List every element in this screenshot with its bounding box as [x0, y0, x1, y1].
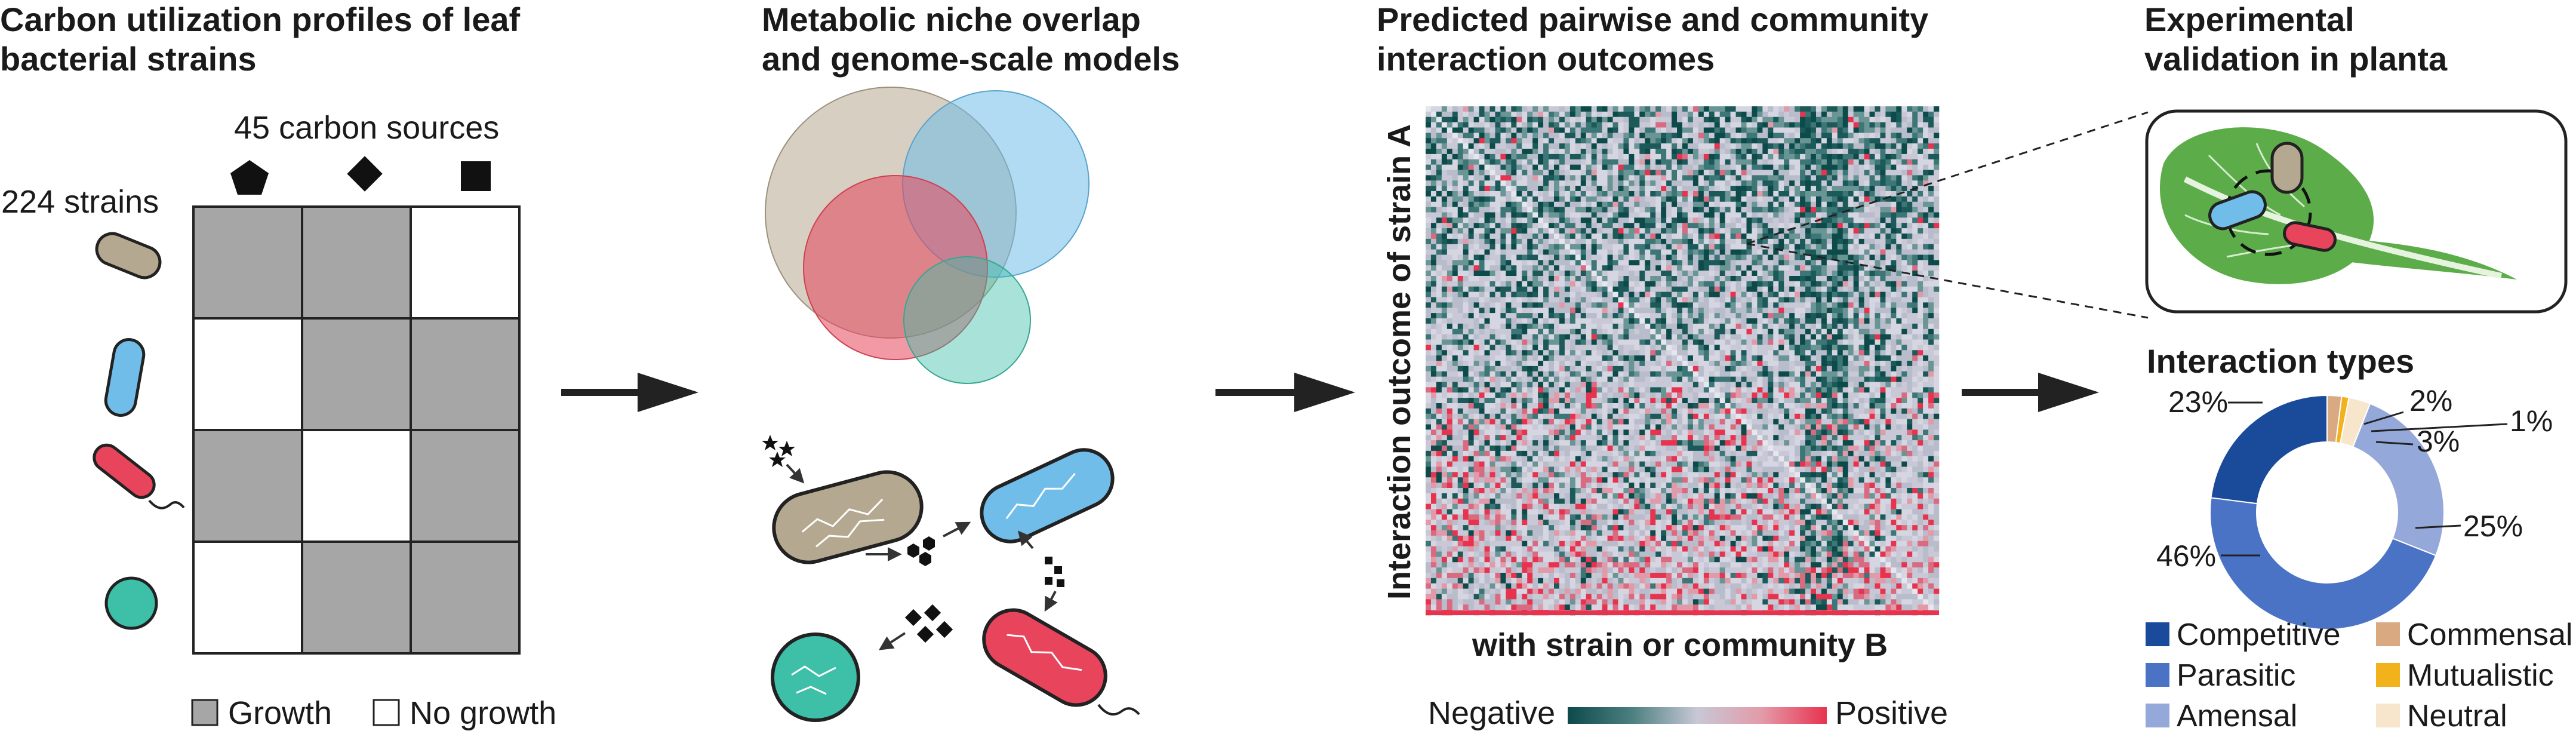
- carbon-sources-label: 45 carbon sources: [234, 110, 499, 146]
- legend-label-neutral: Neutral: [2407, 699, 2507, 733]
- grid-cell-r3-c3: [410, 429, 521, 543]
- panel1-title-line1: Carbon utilization profiles of leaf: [0, 1, 520, 38]
- blue-cell-model-icon: [980, 448, 1115, 543]
- metabolite-flow-arrows: [786, 463, 1058, 650]
- legend-label-competitive: Competitive: [2177, 618, 2341, 652]
- zoom-connector-lines: [1746, 111, 2149, 319]
- panel4-title-line1: Experimental: [2144, 1, 2355, 38]
- inset-red-bacterium-icon: [2283, 221, 2337, 252]
- heatmap-ylabel: Interaction outcome of strain A: [1381, 124, 1417, 600]
- legend-swatch-neutral: [2376, 704, 2400, 727]
- legend-label-commensal: Commensal: [2407, 618, 2572, 652]
- metabolite-square-icons: [1045, 557, 1064, 587]
- tan-cell-model-icon: [772, 470, 924, 564]
- leaf-validation-inset: [2145, 109, 2568, 314]
- grid-cell-r1-c3: [410, 205, 521, 320]
- grid-cell-r3-c1: [192, 429, 303, 543]
- strains-label: 224 strains: [1, 184, 159, 220]
- legend-growth-label: Growth: [228, 695, 332, 731]
- interaction-cycle-arrows: [2225, 169, 2312, 256]
- grid-cell-r2-c3: [410, 317, 521, 431]
- inset-blue-bacterium-icon: [2208, 190, 2267, 231]
- colorbar-negative-label: Negative: [1428, 695, 1555, 731]
- legend-swatch-mutualistic: [2376, 663, 2400, 687]
- grid-cell-r1-c1: [192, 205, 303, 320]
- diamond-icon: [347, 156, 383, 192]
- legend-swatch-amensal: [2146, 704, 2169, 727]
- legend-swatch-competitive: [2146, 622, 2169, 646]
- panel2-title-line2: and genome-scale models: [762, 40, 1180, 78]
- pct-label-neutral: 3%: [2417, 425, 2460, 458]
- pct-label-competitive: 23%: [2168, 385, 2228, 419]
- niche-circle-red: [803, 175, 988, 360]
- panel4-title-line2: validation in planta: [2144, 40, 2448, 78]
- legend-label-mutualistic: Mutualistic: [2407, 658, 2554, 693]
- legend-no-growth-label: No growth: [410, 695, 556, 731]
- grid-cell-r2-c2: [301, 317, 412, 431]
- panel-interaction-heatmap: Predicted pairwise and community interac…: [1377, 1, 1948, 731]
- teal-coccus-bacterium-icon: [104, 576, 158, 630]
- growth-legend-swatch: [191, 699, 218, 726]
- red-flagellated-bacterium-icon: [93, 443, 185, 509]
- metabolite-hexagon-icons: [907, 536, 935, 566]
- tan-rod-bacterium-icon: [95, 232, 162, 280]
- legend-label-parasitic: Parasitic: [2177, 658, 2295, 693]
- grid-cell-r1-c2: [301, 205, 412, 320]
- panel-experimental-validation: Experimental validation in planta Intera…: [2144, 1, 2572, 733]
- panel3-title-line1: Predicted pairwise and community: [1377, 1, 1928, 38]
- metabolite-diamond-icons: [904, 604, 953, 643]
- blue-rod-bacterium-icon: [104, 338, 146, 417]
- grid-cell-r4-c2: [301, 541, 412, 655]
- grid-cell-r3-c2: [301, 429, 412, 543]
- grid-cell-r4-c3: [410, 541, 521, 655]
- growth-grid: [192, 205, 521, 655]
- genome-scale-model-diagram: [762, 435, 1140, 722]
- grid-cell-r4-c1: [192, 541, 303, 655]
- no-growth-legend-swatch: [373, 699, 400, 726]
- niche-overlap-venn: [765, 87, 1090, 384]
- colorbar-positive-label: Positive: [1835, 695, 1948, 731]
- pct-label-mutualistic: 1%: [2510, 404, 2553, 438]
- grid-cell-r2-c1: [192, 317, 303, 431]
- square-icon: [461, 161, 491, 191]
- panel1-title-line2: bacterial strains: [0, 40, 257, 78]
- panel2-title-line1: Metabolic niche overlap: [762, 1, 1141, 38]
- inset-tan-bacterium-icon: [2270, 142, 2304, 194]
- donut-slice-amensal: [2352, 403, 2445, 557]
- pct-label-parasitic: 46%: [2156, 539, 2216, 573]
- legend-swatch-parasitic: [2146, 663, 2169, 687]
- donut-slice-parasitic: [2209, 497, 2437, 630]
- interaction-types-donut: [2209, 394, 2445, 630]
- pentagon-icon: [230, 160, 269, 195]
- donut-percent-labels: 23% 2% 1% 3% 25% 46%: [2156, 384, 2553, 573]
- niche-circle-teal: [903, 256, 1031, 384]
- legend-label-amensal: Amensal: [2177, 699, 2297, 733]
- panel-niche-overlap: Metabolic niche overlap and genome-scale…: [762, 1, 1180, 722]
- teal-cell-model-icon: [771, 632, 860, 722]
- interaction-heatmap: [1426, 106, 1940, 616]
- panel3-title-line2: interaction outcomes: [1377, 40, 1715, 78]
- donut-slice-competitive: [2210, 394, 2328, 505]
- pct-label-commensal: 2%: [2409, 384, 2452, 417]
- metabolite-star-icons: [762, 435, 795, 467]
- legend-swatch-commensal: [2376, 622, 2400, 646]
- pct-label-amensal: 25%: [2463, 509, 2523, 543]
- heatmap-xlabel: with strain or community B: [1472, 627, 1888, 663]
- colorbar: [1568, 707, 1827, 724]
- panel-carbon-utilization: Carbon utilization profiles of leaf bact…: [0, 1, 556, 731]
- arrow-panel2-to-panel3: [1215, 373, 1355, 412]
- interaction-types-title: Interaction types: [2147, 342, 2414, 380]
- arrow-panel1-to-panel2: [561, 373, 698, 412]
- arrow-panel3-to-panel4: [1962, 373, 2099, 412]
- red-cell-model-icon: [982, 608, 1140, 716]
